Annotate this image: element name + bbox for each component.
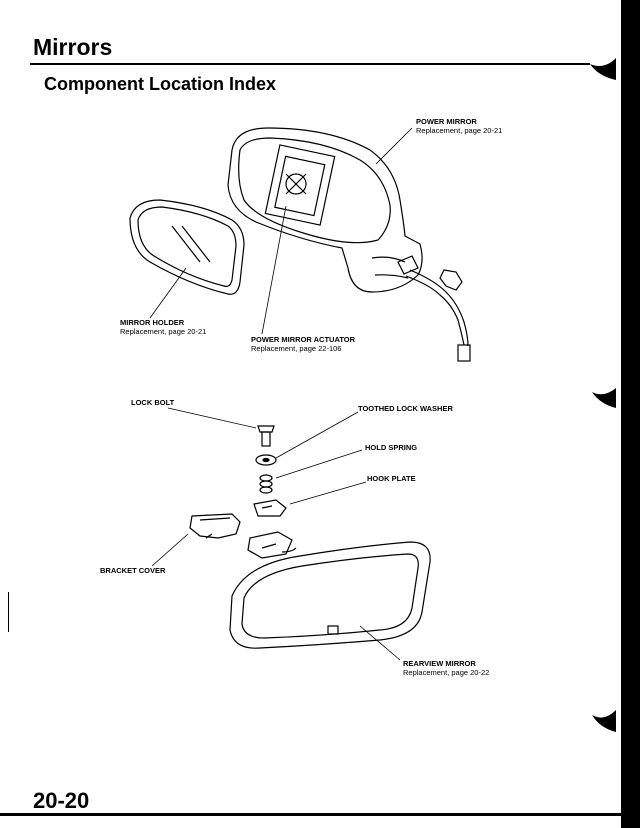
label-actuator: POWER MIRROR ACTUATOR Replacement, page …: [251, 335, 356, 353]
label-bracket-cover: BRACKET COVER: [100, 566, 166, 576]
label-rearview-mirror: REARVIEW MIRROR Replacement, page 20-22: [403, 659, 490, 677]
label-actuator-name: POWER MIRROR ACTUATOR: [251, 335, 356, 344]
label-actuator-ref: Replacement, page 22-106: [251, 343, 342, 353]
label-bracket-cover-name: BRACKET COVER: [100, 566, 166, 575]
binder-tab-middle: [592, 388, 616, 408]
label-hook-plate: HOOK PLATE: [367, 474, 416, 484]
label-lock-bolt: LOCK BOLT: [131, 398, 175, 408]
rearview-parts-drawing: [189, 425, 431, 649]
label-mirror-holder: MIRROR HOLDER Replacement, page 20-21: [120, 318, 207, 336]
title-rule: [30, 63, 590, 65]
label-power-mirror-name: POWER MIRROR: [416, 117, 477, 126]
leader-lines-upper: [149, 127, 413, 335]
binder-tab-top: [590, 58, 616, 80]
page-title: Mirrors: [33, 34, 113, 60]
label-power-mirror: POWER MIRROR Replacement, page 20-21: [416, 117, 503, 135]
label-lock-bolt-name: LOCK BOLT: [131, 398, 175, 407]
label-rearview-mirror-ref: Replacement, page 20-22: [403, 667, 490, 677]
label-toothed-lock-washer: TOOTHED LOCK WASHER: [358, 404, 453, 414]
label-power-mirror-ref: Replacement, page 20-21: [416, 125, 503, 135]
mirror-holder-drawing: [129, 199, 245, 295]
scan-edge-line: [8, 592, 9, 632]
leader-lines-lower: [151, 407, 401, 661]
label-hold-spring-name: HOLD SPRING: [365, 443, 418, 452]
label-rearview-mirror-name: REARVIEW MIRROR: [403, 659, 476, 668]
binder-tab-bottom: [592, 710, 616, 732]
scan-edge-bar: [621, 0, 640, 828]
label-hold-spring: HOLD SPRING: [365, 443, 418, 453]
power-mirror-drawing: [227, 127, 471, 362]
section-title: Component Location Index: [44, 74, 276, 94]
label-mirror-holder-name: MIRROR HOLDER: [120, 318, 185, 327]
bottom-rule: [0, 813, 640, 816]
label-toothed-lock-washer-name: TOOTHED LOCK WASHER: [358, 404, 453, 413]
label-mirror-holder-ref: Replacement, page 20-21: [120, 326, 207, 336]
page-number: 20-20: [33, 788, 90, 813]
label-hook-plate-name: HOOK PLATE: [367, 474, 416, 483]
